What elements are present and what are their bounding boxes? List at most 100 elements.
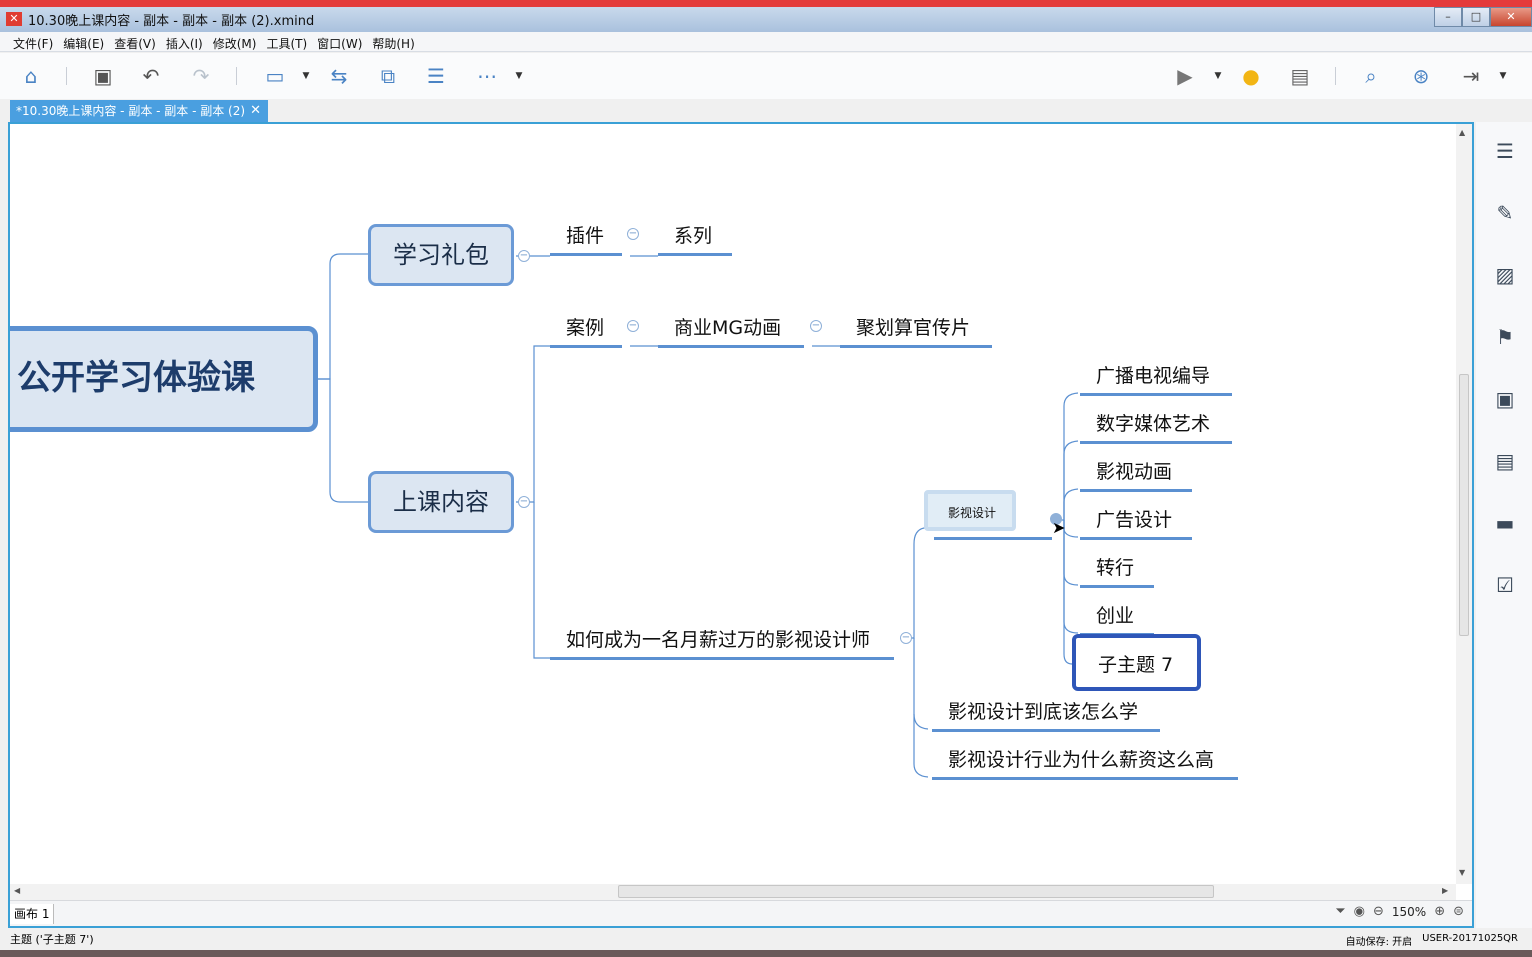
collapse-mg-icon[interactable]: −	[810, 320, 822, 332]
menu-modify[interactable]: 修改(M)	[212, 37, 257, 51]
format-brush-icon[interactable]: ✎	[1496, 201, 1514, 225]
outline-icon[interactable]: ☰	[1496, 139, 1514, 163]
connector-lines	[318, 253, 1079, 778]
topic-dropdown-icon[interactable]: ▼	[302, 71, 310, 81]
collapse-content-icon[interactable]: −	[518, 496, 530, 508]
autosave-status: 自动保存: 开启	[1345, 937, 1413, 948]
tab-close-icon[interactable]: ✕	[250, 103, 261, 118]
brainstorm-bulb-icon[interactable]: ●	[1242, 64, 1260, 88]
document-tab[interactable]: *10.30晚上课内容 - 副本 - 副本 - 副本 (2) ✕	[10, 100, 268, 122]
menu-edit[interactable]: 编辑(E)	[63, 37, 105, 51]
topic-broadcast[interactable]: 广播电视编导	[1080, 364, 1232, 396]
menu-view[interactable]: 查看(V)	[114, 37, 156, 51]
task-icon[interactable]: ☑	[1496, 573, 1514, 597]
marker-flag-icon[interactable]: ⚑	[1496, 325, 1514, 349]
title-bar: ✕ 10.30晚上课内容 - 副本 - 副本 - 副本 (2).xmind – …	[0, 0, 1532, 32]
more-dropdown-icon[interactable]: ▼	[515, 71, 523, 81]
horizontal-scroll-thumb[interactable]	[618, 885, 1214, 898]
topic-juhuasuan[interactable]: 聚划算官传片	[840, 316, 992, 348]
sheet-bar: 画布 1 ⏷ ◉ ⊖ 150% ⊕ ⊜	[10, 900, 1472, 926]
vertical-scroll-thumb[interactable]	[1459, 374, 1469, 636]
gantt-icon[interactable]: ▤	[1290, 64, 1310, 88]
menu-help[interactable]: 帮助(H)	[372, 37, 415, 51]
minimize-button[interactable]: –	[1434, 7, 1462, 27]
redo-icon[interactable]: ↷	[192, 64, 210, 88]
more-icon[interactable]: ⋯	[477, 64, 497, 88]
connector-film-1	[1060, 392, 1079, 521]
eye-icon[interactable]: ◉	[1353, 904, 1365, 919]
taskbar-edge	[0, 950, 1532, 957]
central-topic[interactable]: 公开学习体验课	[10, 326, 318, 432]
export-icon[interactable]: ⇥	[1462, 64, 1480, 88]
collapse-how-icon[interactable]: −	[900, 632, 912, 644]
collapse-case-icon[interactable]: −	[627, 320, 639, 332]
topic-subtopic-7[interactable]: 子主题 7	[1072, 634, 1202, 691]
menu-insert[interactable]: 插入(I)	[165, 37, 203, 51]
topic-ad-design[interactable]: 广告设计	[1080, 508, 1192, 540]
presentation-icon[interactable]: ▶	[1177, 64, 1193, 88]
fit-map-icon[interactable]: ⊜	[1453, 904, 1464, 919]
topic-case[interactable]: 案例	[550, 316, 622, 348]
summary-icon[interactable]: ☰	[427, 64, 445, 88]
sheet-tab[interactable]: 画布 1	[10, 904, 55, 924]
zoom-level: 150%	[1391, 904, 1427, 919]
topic-career-change[interactable]: 转行	[1080, 556, 1154, 588]
topic-series[interactable]: 系列	[658, 224, 732, 256]
scroll-left-icon[interactable]: ◀	[14, 886, 21, 895]
document-tab-label: *10.30晚上课内容 - 副本 - 副本 - 副本 (2)	[16, 104, 246, 118]
save-icon[interactable]: ▣	[93, 64, 113, 88]
image-icon[interactable]: ▨	[1495, 263, 1515, 287]
topic-how-learn[interactable]: 影视设计到底该怎么学	[932, 700, 1160, 732]
connector-how-learn	[913, 638, 929, 730]
xmind-logo-icon: ✕	[6, 12, 22, 26]
scroll-down-icon[interactable]: ▼	[1459, 868, 1466, 877]
menu-file[interactable]: 文件(F)	[13, 37, 54, 51]
horizontal-scrollbar[interactable]: ◀ ▶	[10, 884, 1456, 900]
mouse-cursor-icon: ➤	[1052, 518, 1066, 537]
notes-icon[interactable]: ▤	[1495, 449, 1515, 473]
user-status: USER-20171025QR	[1422, 933, 1518, 944]
collapse-gift-icon[interactable]: −	[518, 250, 530, 262]
topic-digital-media[interactable]: 数字媒体艺术	[1080, 412, 1232, 444]
font-icon[interactable]: ▣	[1495, 387, 1515, 411]
main-topic-gift[interactable]: 学习礼包	[368, 224, 514, 286]
topic-animation[interactable]: 影视动画	[1080, 460, 1192, 492]
collapse-plugin-icon[interactable]: −	[627, 228, 639, 240]
connector-central-gift	[318, 253, 368, 380]
topic-plugin[interactable]: 插件	[550, 224, 622, 256]
relationship-icon[interactable]: ⇆	[330, 64, 348, 88]
maximize-button[interactable]: □	[1462, 7, 1490, 27]
menu-tools[interactable]: 工具(T)	[266, 37, 308, 51]
topic-startup[interactable]: 创业	[1080, 604, 1154, 636]
filter-icon[interactable]: ⏷	[1335, 904, 1346, 919]
window-title: 10.30晚上课内容 - 副本 - 副本 - 副本 (2).xmind	[28, 14, 315, 29]
scroll-right-icon[interactable]: ▶	[1442, 886, 1449, 895]
close-window-button[interactable]: ✕	[1490, 7, 1532, 27]
share-icon[interactable]: ⊛	[1412, 64, 1430, 88]
connector-content-how	[533, 502, 550, 659]
topic-why-high[interactable]: 影视设计行业为什么薪资这么高	[932, 748, 1238, 780]
mind-map-canvas[interactable]: 公开学习体验课 学习礼包 − 上课内容 − 插件 − 系列 案例 − 商业MG动…	[10, 124, 1456, 884]
main-topic-content[interactable]: 上课内容	[368, 471, 514, 533]
scroll-up-icon[interactable]: ▲	[1459, 128, 1466, 137]
selection-status: 主题 ('子主题 7')	[10, 933, 94, 946]
topic-how[interactable]: 如何成为一名月薪过万的影视设计师	[550, 628, 894, 660]
connector-how-film	[906, 527, 928, 639]
menu-window[interactable]: 窗口(W)	[317, 37, 363, 51]
topic-icon[interactable]: ▭	[265, 64, 285, 88]
film-design-underline	[934, 537, 1052, 540]
topic-mg[interactable]: 商业MG动画	[658, 316, 804, 348]
comment-icon[interactable]: ▬	[1495, 511, 1515, 535]
topic-film-design[interactable]: 影视设计	[924, 490, 1017, 531]
presentation-dropdown-icon[interactable]: ▼	[1214, 71, 1222, 81]
undo-icon[interactable]: ↶	[142, 64, 160, 88]
home-icon[interactable]: ⌂	[24, 64, 38, 88]
zoom-out-icon[interactable]: ⊖	[1372, 904, 1384, 919]
collapse-film-design-icon[interactable]	[1050, 513, 1062, 525]
boundary-icon[interactable]: ⧉	[380, 64, 396, 88]
zoom-in-icon[interactable]: ⊕	[1434, 904, 1446, 919]
connector-central-content	[318, 378, 368, 503]
search-icon[interactable]: ⌕	[1365, 64, 1377, 88]
export-dropdown-icon[interactable]: ▼	[1499, 71, 1507, 81]
vertical-scrollbar[interactable]: ▲ ▼	[1456, 124, 1472, 884]
